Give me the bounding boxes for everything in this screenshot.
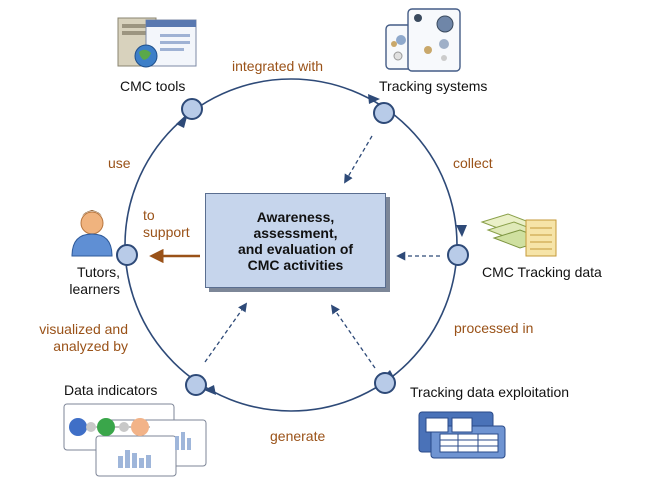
edge-label-processed-in: processed in: [454, 320, 534, 336]
tracking-systems-icon: [385, 8, 461, 72]
label-cmc-tools: CMC tools: [120, 78, 186, 94]
edge-label-use: use: [108, 155, 131, 171]
label-tracking-systems: Tracking systems: [379, 78, 488, 94]
edge-label-generate: generate: [270, 428, 326, 444]
label-tracking-data-exploitation: Tracking data exploitation: [410, 384, 570, 400]
center-box-text: Awareness, assessment, and evaluation of…: [237, 208, 354, 273]
node-tracking-data-exploitation: [374, 372, 396, 394]
node-tracking-systems: [373, 102, 395, 124]
server-globe-icon: [117, 17, 197, 68]
dashed-arrow-from-exploitation: [330, 304, 376, 369]
edge-label-integrated-with: integrated with: [232, 58, 324, 74]
data-exploitation-screens-icon: [418, 411, 506, 459]
node-cmc-tools: [181, 98, 203, 120]
dashed-arrow-from-indicators: [204, 302, 248, 363]
label-tutors-learners: Tutors, learners: [69, 264, 120, 297]
data-indicators-charts-icon: [63, 403, 207, 477]
cycle-arrow-right: [456, 225, 467, 237]
node-data-indicators: [185, 374, 207, 396]
cycle-arrow-bottom: [204, 385, 216, 395]
cycle-arrow-top: [368, 94, 380, 104]
node-tutors-learners: [116, 244, 138, 266]
tracking-data-sheets-icon: [480, 213, 557, 257]
dashed-arrow-from-tracking-systems: [344, 135, 373, 184]
label-data-indicators: Data indicators: [64, 382, 158, 398]
edge-label-collect: collect: [453, 155, 493, 171]
user-person-icon: [71, 210, 113, 257]
edge-label-visualized-analyzed: visualized and analyzed by: [39, 321, 128, 354]
label-cmc-tracking-data: CMC Tracking data: [482, 264, 602, 280]
node-cmc-tracking-data: [447, 244, 469, 266]
edge-label-to-support: to support: [143, 207, 190, 240]
center-box: Awareness, assessment, and evaluation of…: [205, 193, 386, 288]
